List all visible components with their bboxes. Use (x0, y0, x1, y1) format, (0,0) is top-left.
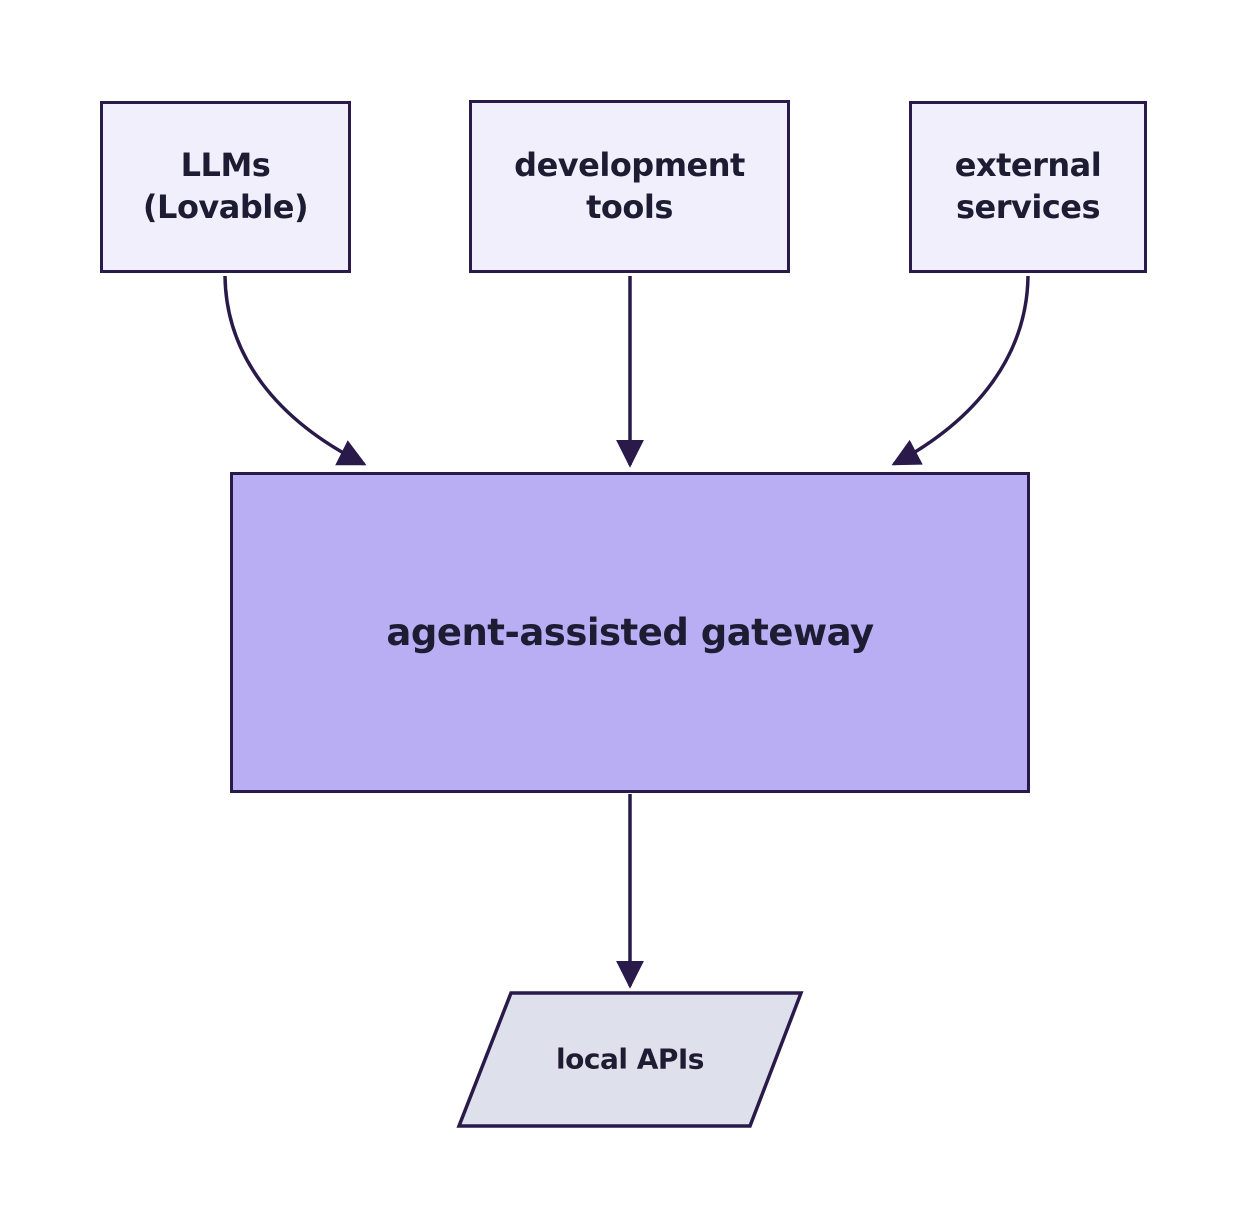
edge-external-to-gateway (891, 275, 1030, 466)
node-gateway-label: agent-assisted gateway (386, 611, 874, 654)
node-development-tools-label-line1: development (514, 145, 745, 184)
node-llms-label-line1: LLMs (180, 146, 271, 185)
node-llms: LLMs (Lovable) (100, 101, 351, 273)
node-local-apis-label: local APIs (556, 1042, 704, 1076)
node-development-tools: development tools (469, 100, 790, 273)
node-local-apis-shape (456, 991, 804, 1128)
node-external-services-label-line1: external (954, 146, 1102, 185)
node-llms-label-line2: (Lovable) (142, 188, 309, 226)
node-external-services: external services (909, 101, 1147, 273)
edge-llms-to-gateway (223, 275, 367, 466)
node-gateway: agent-assisted gateway (230, 472, 1030, 793)
node-external-services-label-line2: services (955, 188, 1101, 226)
node-development-tools-label-line2: tools (586, 187, 673, 226)
